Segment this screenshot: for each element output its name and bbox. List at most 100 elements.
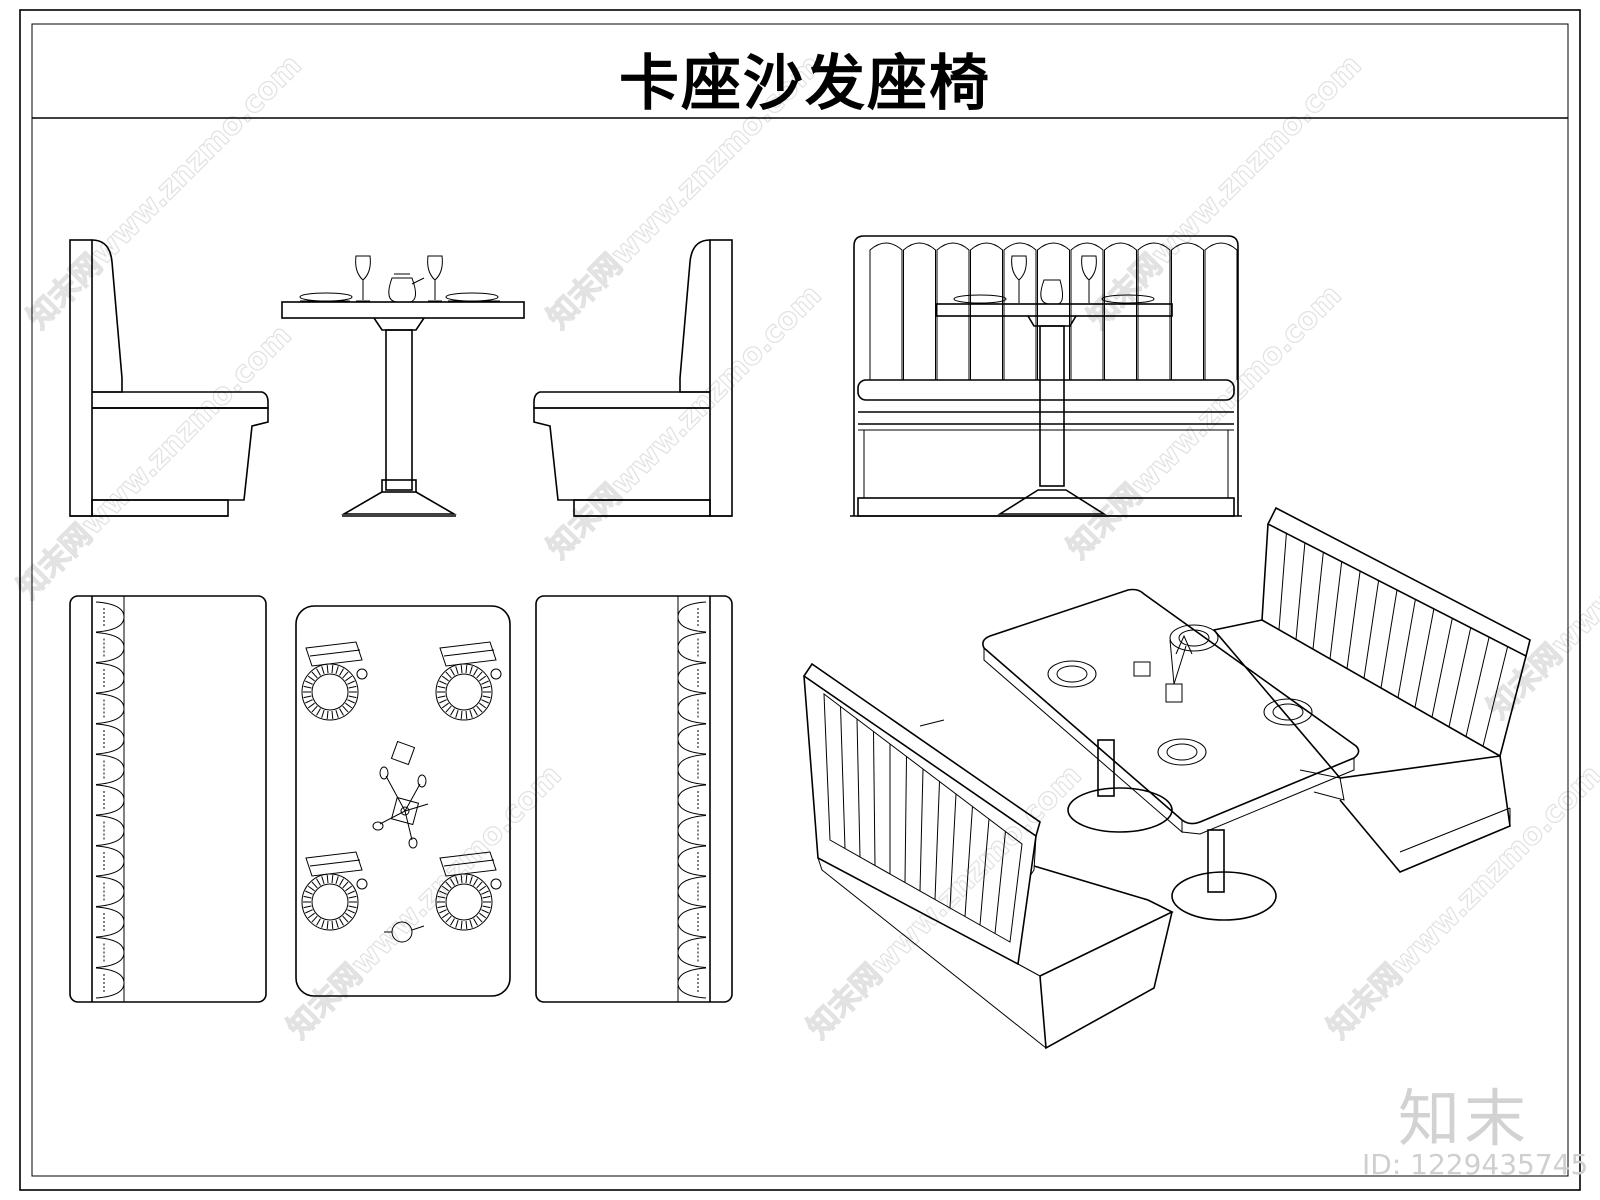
plate-rim-line xyxy=(476,705,483,713)
plate-rim-line xyxy=(326,920,329,929)
plate-rim-line xyxy=(305,909,313,914)
plate-rim-line xyxy=(335,919,339,928)
plate-rim-line xyxy=(316,878,321,886)
glass xyxy=(490,668,502,680)
plate-rim-line xyxy=(347,680,355,685)
slat xyxy=(934,781,940,900)
napkin xyxy=(439,851,497,877)
slat xyxy=(964,806,973,917)
cushion xyxy=(95,693,125,724)
plate-rim-line xyxy=(305,890,313,895)
flute xyxy=(869,242,903,380)
right-booth-cushions xyxy=(677,601,707,999)
flute xyxy=(1104,242,1137,380)
watermark-text: 知末网www.znzmo.com xyxy=(1321,758,1600,1046)
plate-rim-line xyxy=(342,881,349,889)
plate-rim-line xyxy=(331,920,334,929)
plate-rim-line xyxy=(345,885,353,892)
plate-rim-line xyxy=(342,915,349,923)
plate-rim-line xyxy=(441,885,449,892)
plate-rim-line xyxy=(479,912,487,919)
napkin xyxy=(439,641,497,667)
plate-inner xyxy=(445,673,483,711)
plate-rim-line xyxy=(469,666,473,675)
table-plan xyxy=(295,605,511,997)
plate-rim-line xyxy=(311,705,318,713)
flute xyxy=(1363,580,1380,679)
plate-rim-line xyxy=(481,699,489,704)
cushion xyxy=(677,815,707,846)
cushion xyxy=(677,845,707,877)
plate-rim-line xyxy=(348,905,357,909)
plate-rim-line xyxy=(450,708,455,716)
cushion xyxy=(95,784,125,816)
plate-rim-line xyxy=(311,671,318,679)
plate-rim-line xyxy=(469,709,473,718)
plate-rim-line xyxy=(307,702,315,709)
plate-rim-line xyxy=(307,885,315,892)
plate-rim-line xyxy=(316,918,321,926)
cushion xyxy=(95,967,125,999)
slat xyxy=(904,756,907,883)
plate-rim-line xyxy=(439,680,447,685)
plate-rim-line xyxy=(479,702,487,709)
plate-rim-line xyxy=(307,912,315,919)
left-booth-plan xyxy=(69,595,267,1003)
plate-rim-line xyxy=(445,671,452,679)
plate-rim-line xyxy=(481,909,489,914)
booth-front-elevation xyxy=(850,235,1242,517)
plate-rim-line xyxy=(473,668,478,676)
flute xyxy=(936,242,970,380)
flute xyxy=(1070,242,1104,380)
cushion xyxy=(677,967,707,999)
flute xyxy=(1137,242,1171,380)
plate-rim-line xyxy=(305,699,313,704)
watermark-text: 知末网www.znzmo.com xyxy=(11,318,299,606)
plate-rim-line xyxy=(460,875,463,884)
plate-rim-line xyxy=(305,680,313,685)
plate-rim-line xyxy=(326,875,329,884)
flute xyxy=(1171,242,1204,380)
flute xyxy=(1312,552,1324,650)
plate-rim-line xyxy=(437,685,446,689)
cushion xyxy=(677,632,707,663)
plate-rim-line xyxy=(465,710,468,719)
cutlery xyxy=(309,649,361,657)
plate-rim-line xyxy=(469,919,473,928)
flute xyxy=(1204,242,1238,380)
cushion xyxy=(95,754,125,785)
plate-rim-line xyxy=(469,876,473,885)
right-booth-side-elevation xyxy=(533,239,733,517)
plate-rim-line xyxy=(439,890,447,895)
slat xyxy=(979,818,990,926)
plate-rim-line xyxy=(465,665,468,674)
plate-rim-line xyxy=(335,666,339,675)
plate-inner xyxy=(311,673,349,711)
cushion xyxy=(95,845,125,877)
cushion xyxy=(95,876,125,907)
brand-logo: 知末 xyxy=(1398,1082,1531,1155)
plate-rim-line xyxy=(303,695,312,699)
plate-rim-line xyxy=(450,918,455,926)
watermark-text: 知末网www.znzmo.com xyxy=(801,758,1089,1046)
plate-rim-line xyxy=(437,695,446,699)
left-booth-side-elevation xyxy=(69,239,269,517)
plate-rim-line xyxy=(342,705,349,713)
flute xyxy=(970,242,1003,380)
plate-rim-line xyxy=(455,709,459,718)
plate-rim-line xyxy=(311,915,318,923)
plate-rim-line xyxy=(479,675,487,682)
plate-rim-line xyxy=(465,875,468,884)
plate-rim-line xyxy=(482,695,491,699)
plate-rim-line xyxy=(335,876,339,885)
plate-rim-line xyxy=(476,671,483,679)
cushion xyxy=(95,723,125,755)
flute xyxy=(1329,561,1343,659)
cushion xyxy=(677,906,707,938)
plate-rim-line xyxy=(455,666,459,675)
cushion xyxy=(95,937,125,968)
flute xyxy=(1278,533,1287,630)
plate-rim-line xyxy=(311,881,318,889)
cushion xyxy=(677,784,707,816)
